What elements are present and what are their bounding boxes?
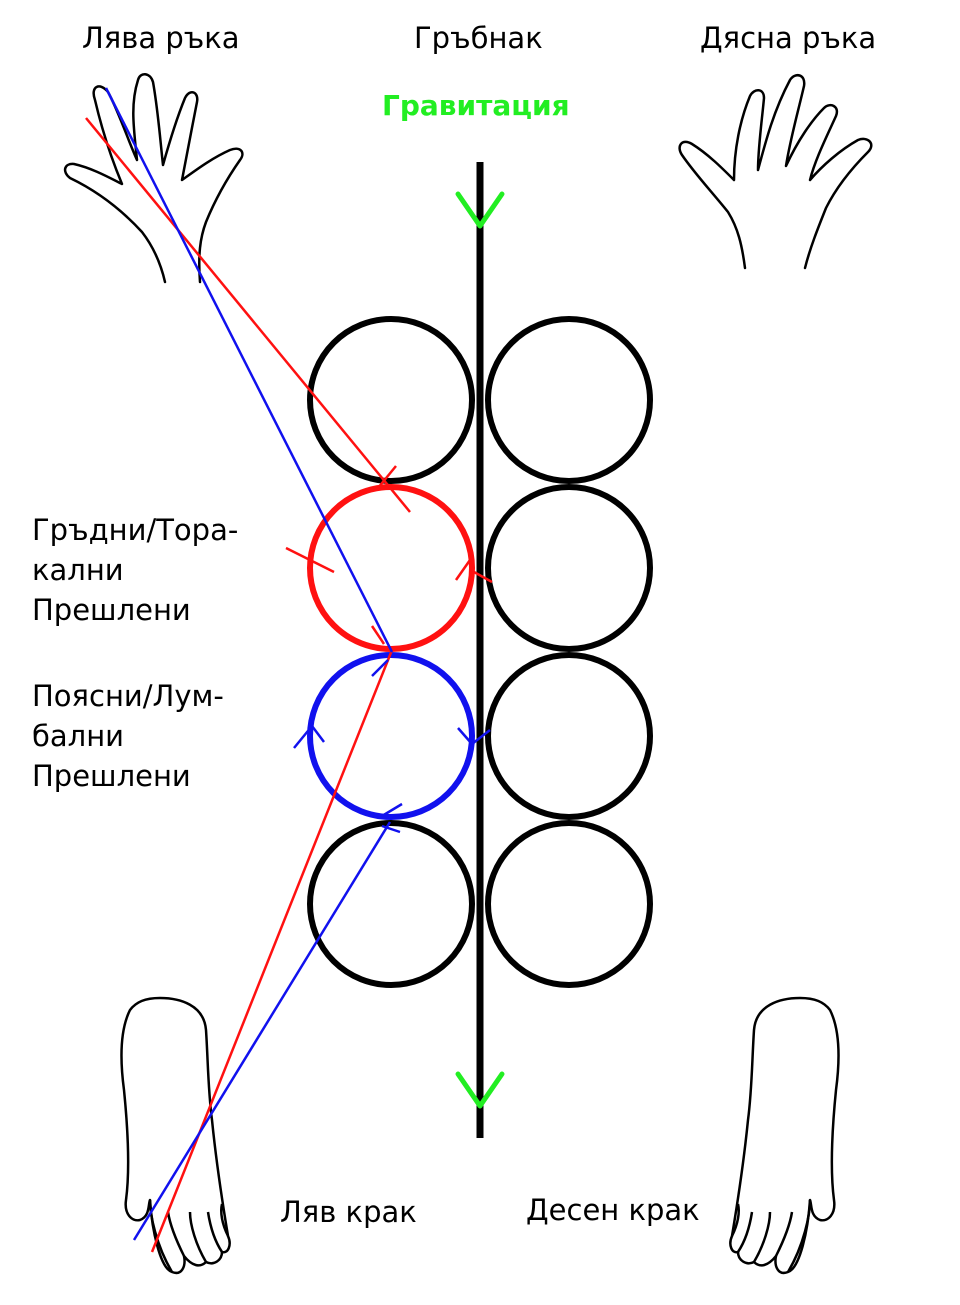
- right-hand-label: Дясна ръка: [700, 21, 877, 55]
- left-hand-icon: [63, 73, 244, 284]
- right-vertebra-2: [485, 484, 653, 652]
- thoracic-label-line-3: Прешлени: [32, 593, 191, 627]
- gravity-arrow-icon: [455, 191, 505, 1109]
- lumbar-path: [104, 87, 491, 1241]
- right-leg-label: Десен крак: [526, 1193, 700, 1227]
- left-vertebra-4: [307, 820, 475, 988]
- thoracic-label: Гръдни/Тора- кални Прешлени: [32, 510, 272, 630]
- thoracic-path: [85, 117, 493, 1253]
- right-vertebra-1: [485, 316, 653, 484]
- thoracic-vertebra: [307, 484, 475, 652]
- lumbar-label-line-2: бални: [32, 719, 124, 753]
- thoracic-label-line-1: Гръдни/Тора-: [32, 513, 239, 547]
- left-hand-label: Лява ръка: [82, 21, 240, 55]
- spine-label: Гръбнак: [414, 21, 543, 55]
- left-vertebra-1: [307, 316, 475, 484]
- right-vertebra-4: [485, 820, 653, 988]
- right-foot-icon: [729, 996, 840, 1275]
- left-leg-label: Ляв крак: [280, 1195, 417, 1229]
- lumbar-label-line-3: Прешлени: [32, 759, 191, 793]
- right-vertebra-3: [485, 652, 653, 820]
- right-hand-icon: [678, 73, 873, 270]
- left-foot-icon: [120, 996, 231, 1275]
- lumbar-label: Поясни/Лум- бални Прешлени: [32, 676, 272, 796]
- lumbar-label-line-1: Поясни/Лум-: [32, 679, 224, 713]
- gravity-label: Гравитация: [382, 89, 570, 122]
- thoracic-label-line-2: кални: [32, 553, 124, 587]
